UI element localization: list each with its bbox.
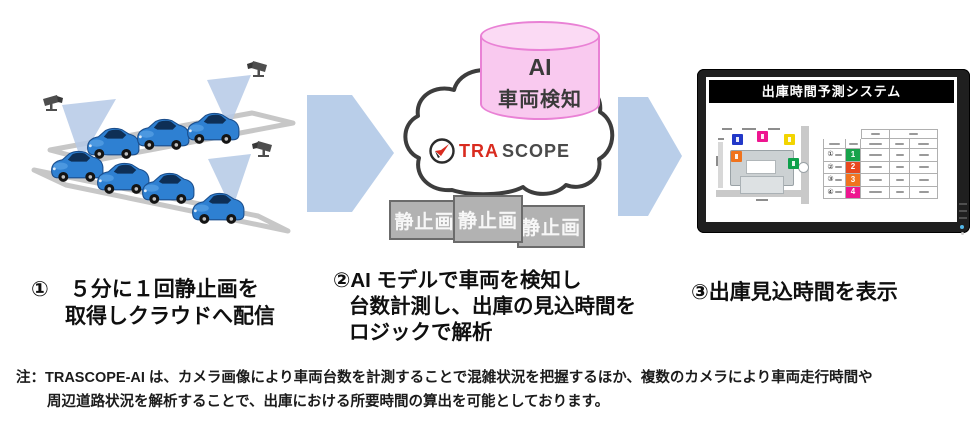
table-header-cell — [890, 129, 938, 139]
row-marker: ④ — [827, 188, 834, 196]
still-image-label: 静止画 — [520, 218, 581, 239]
slot-number: 1 — [850, 149, 856, 159]
still-image-box-3: 静止画 — [517, 205, 585, 248]
table-header-cell — [823, 139, 846, 149]
map-building-annex — [740, 176, 784, 194]
table-row: ③ 3 — [823, 174, 938, 187]
prediction-system-monitor: 出庫時間予測システム — [697, 69, 970, 235]
table-row: ④ 4 — [823, 186, 938, 199]
table-header-cell — [910, 139, 938, 149]
table-header-row — [823, 139, 938, 149]
row-marker: ① — [827, 151, 834, 159]
row-marker: ③ — [827, 176, 834, 184]
logo-text-scope: SCOPE — [502, 140, 571, 161]
map-building-court — [746, 160, 776, 174]
table-row: ② 2 — [823, 161, 938, 174]
ai-database-cylinder: AI 車両検知 — [480, 21, 600, 120]
caption-line: ロジックで解析 — [349, 321, 493, 344]
still-image-box-2: 静止画 — [453, 195, 523, 243]
flow-arrow-1 — [307, 95, 394, 212]
map-text-mark — [722, 128, 732, 130]
map-marker-yellow — [784, 134, 795, 145]
step1-caption: ① ５分に１回静止画を 取得しクラウドへ配信 — [31, 276, 275, 330]
camera-cones — [62, 75, 251, 210]
table-header-group-row — [861, 129, 938, 139]
bezel-button — [959, 217, 967, 219]
cylinder-label-line1: AI — [528, 54, 552, 80]
step2-caption: ②AI モデルで車両を検知し 台数計測し、出庫の見込時間を ロジックで解析 — [333, 268, 636, 346]
map-text-mark — [768, 128, 780, 130]
monitor-title-bar: 出庫時間予測システム — [709, 80, 954, 103]
footnote-line: 周辺道路状況を解析することで、出庫における所要時間の算出を可能としております。 — [47, 394, 610, 410]
map-marker-blue — [732, 134, 743, 145]
map-text-mark — [718, 138, 724, 140]
table-body: ① 1 ② 2 ③ 3 — [823, 149, 938, 199]
flow-arrow-2 — [618, 97, 682, 216]
table-header-cell — [861, 129, 890, 139]
row-marker: ② — [827, 163, 834, 171]
map-marker-orange — [731, 151, 742, 162]
footnote: 注：TRASCOPE-AI は、カメラ画像により車両台数を計測することで混雑状況… — [16, 366, 873, 414]
caption-line: 取得しクラウドへ配信 — [65, 305, 275, 328]
caption-line: ②AI モデルで車両を検知し — [333, 269, 582, 292]
caption-line: ③出庫見込時間を表示 — [691, 281, 898, 304]
map-marker-pink — [757, 131, 768, 142]
trascope-bird-icon — [429, 138, 455, 164]
caption-line: ① ５分に１回静止画を — [31, 278, 259, 301]
map-text-mark — [756, 199, 768, 201]
table-header-cell — [846, 139, 861, 149]
slot-number: 3 — [850, 174, 856, 184]
prediction-table: ① 1 ② 2 ③ 3 — [823, 129, 938, 199]
facility-map — [716, 126, 810, 204]
caption-line: 台数計測し、出庫の見込時間を — [349, 295, 636, 318]
bezel-dot — [961, 232, 964, 235]
slot-number: 4 — [850, 187, 856, 197]
still-image-label: 静止画 — [457, 210, 518, 232]
table-row: ① 1 — [823, 149, 938, 162]
map-marker-green — [788, 158, 799, 169]
table-header-cell — [861, 139, 890, 149]
still-image-label: 静止画 — [394, 211, 455, 233]
map-road-left — [718, 142, 723, 188]
monitor-screen: 出庫時間予測システム — [706, 77, 957, 222]
footnote-line: 注：TRASCOPE-AI は、カメラ画像により車両台数を計測することで混雑状況… — [16, 370, 873, 386]
slot-number: 2 — [850, 162, 856, 172]
cylinder-top — [480, 21, 600, 51]
table-header-cell — [890, 139, 910, 149]
power-led — [960, 225, 964, 229]
bezel-button — [959, 210, 967, 212]
still-image-box-1: 静止画 — [389, 200, 460, 240]
logo-text-tra: TRA — [459, 140, 499, 161]
step3-caption: ③出庫見込時間を表示 — [691, 276, 898, 306]
map-roundabout — [798, 162, 809, 173]
map-text-mark — [716, 156, 718, 166]
cylinder-label-line2: 車両検知 — [498, 89, 582, 111]
bezel-button — [959, 203, 967, 205]
map-text-mark — [742, 128, 756, 130]
